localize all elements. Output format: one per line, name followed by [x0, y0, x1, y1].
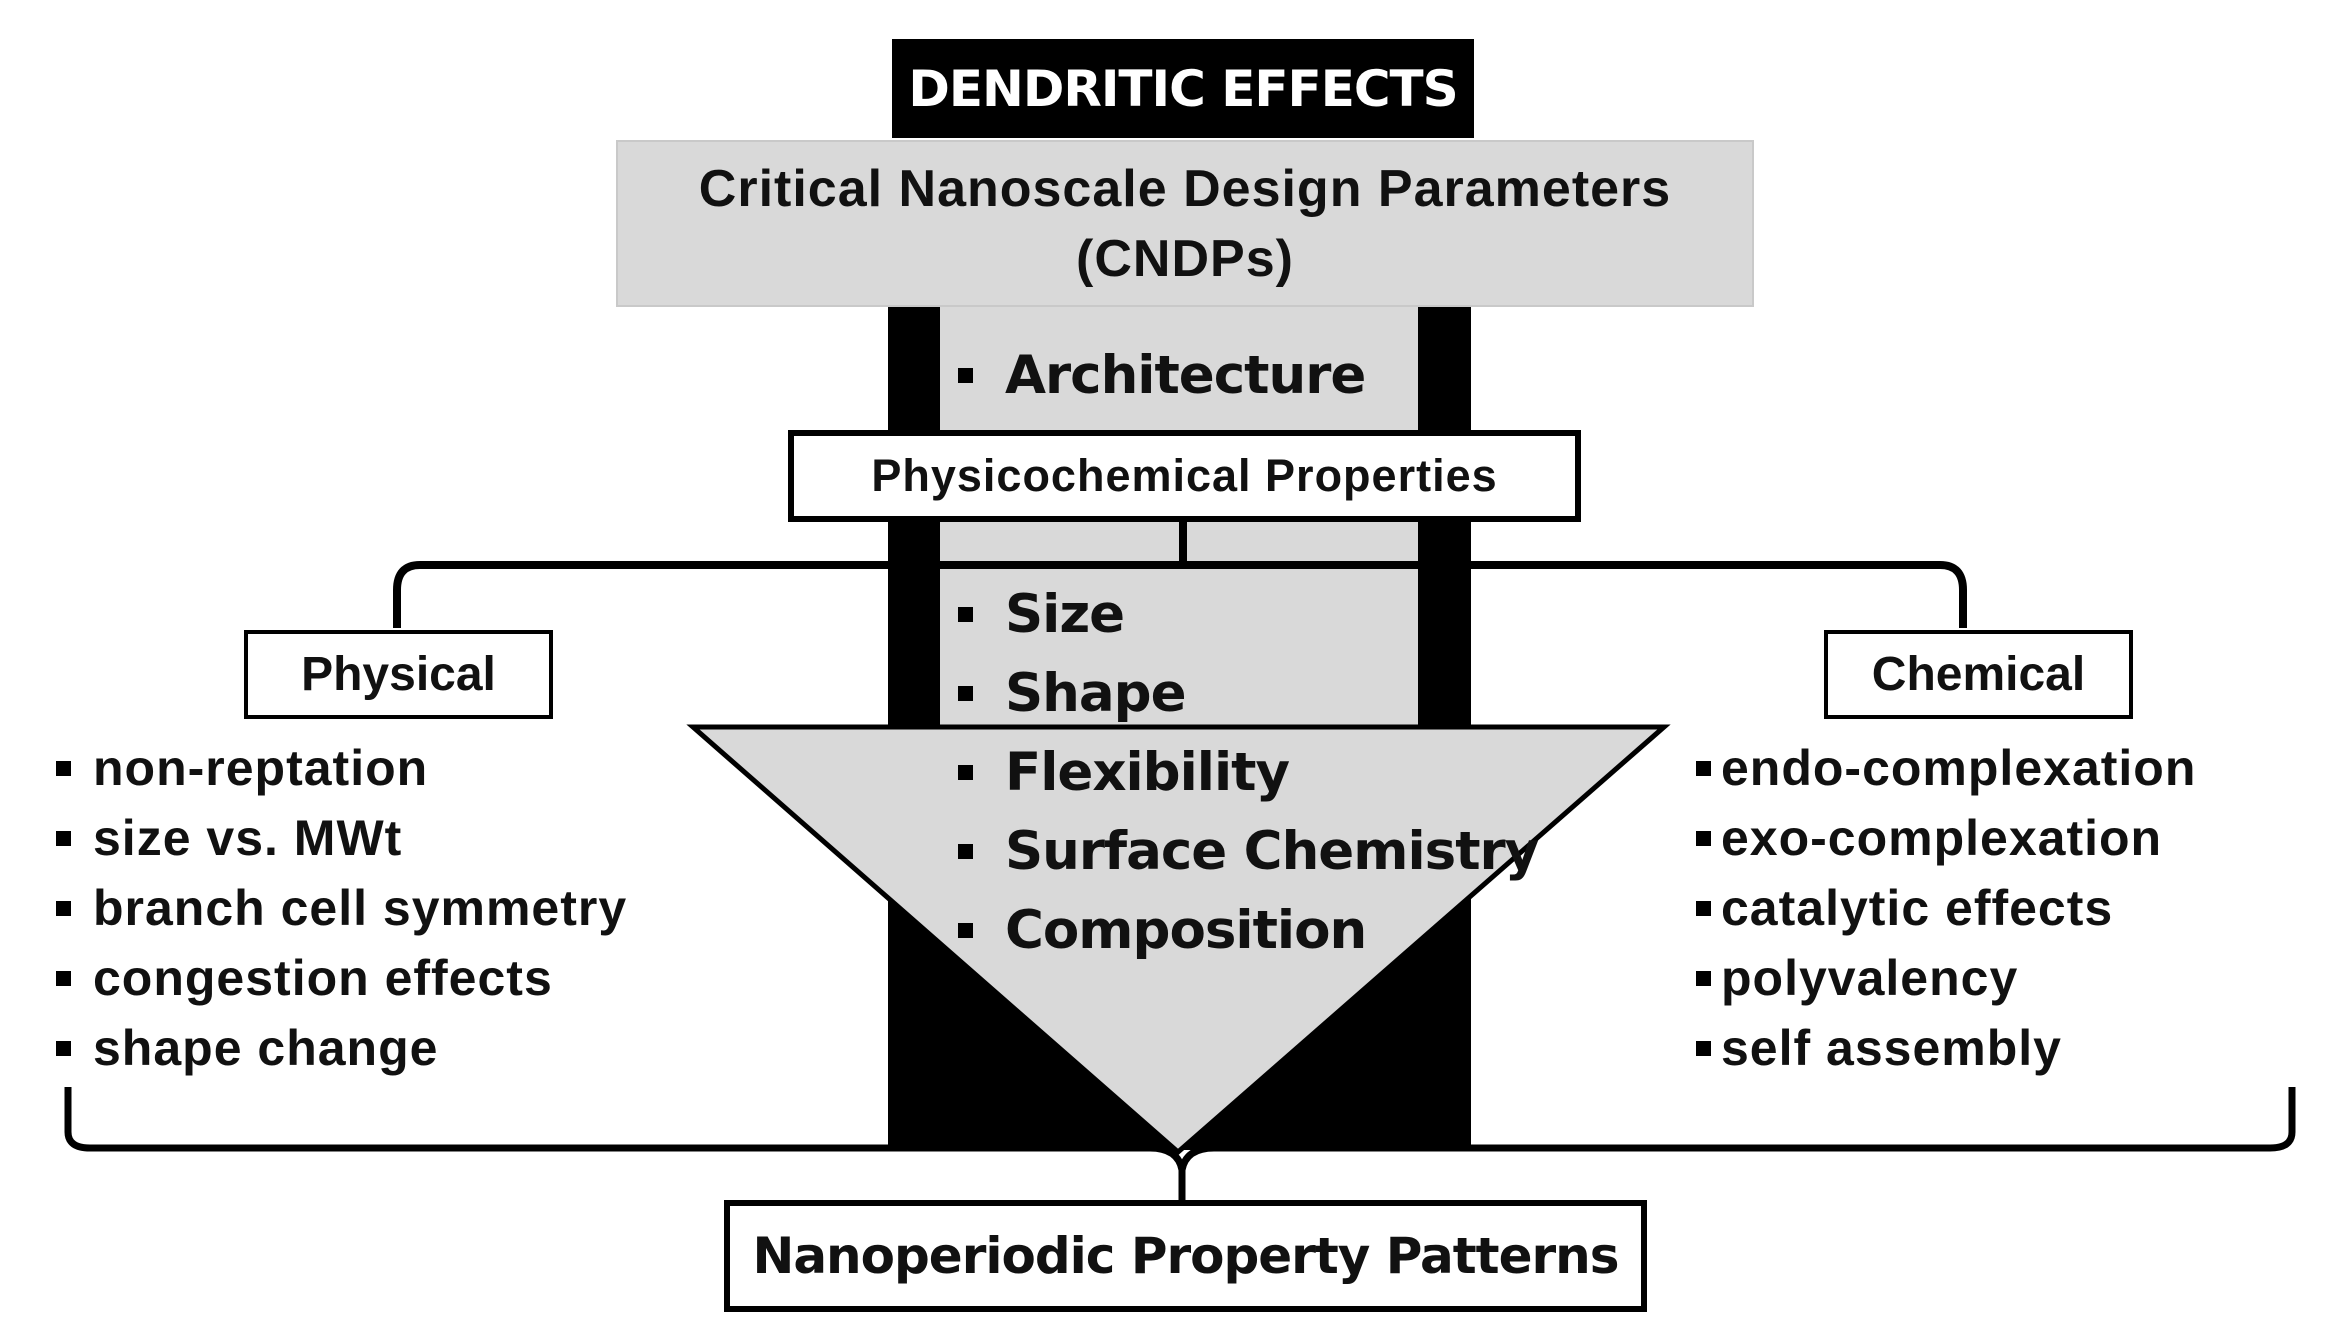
architecture-list: Architecture	[958, 340, 1366, 410]
bullet-icon	[958, 607, 973, 622]
physical-label: Physical	[301, 648, 496, 701]
list-item: non-reptation	[56, 733, 627, 803]
list-item: Flexibility	[958, 733, 1538, 812]
bullet-icon	[56, 970, 71, 986]
list-item: size vs. MWt	[56, 803, 627, 873]
list-item: polyvalency	[1696, 943, 2196, 1013]
cndp-line-1: Critical Nanoscale Design Parameters	[698, 159, 1672, 218]
bullet-icon	[958, 765, 973, 780]
chemical-label: Chemical	[1871, 648, 2086, 701]
bullet-icon	[958, 686, 973, 701]
list-item: exo-complexation	[1696, 803, 2196, 873]
list-item: shape change	[56, 1013, 627, 1083]
list-item: Composition	[958, 891, 1538, 970]
bullet-icon	[958, 923, 973, 938]
nanoperiodic-box: Nanoperiodic Property Patterns	[724, 1200, 1647, 1312]
bullet-icon	[56, 760, 71, 776]
upper-bracket-connector	[393, 522, 1967, 628]
list-item: self assembly	[1696, 1013, 2196, 1083]
lower-brace-connector	[64, 1087, 2296, 1200]
bullet-icon	[958, 844, 973, 859]
list-item: Shape	[958, 654, 1538, 733]
physical-list: non-reptation size vs. MWt branch cell s…	[56, 733, 627, 1083]
bullet-icon	[1696, 900, 1711, 916]
cndp-header-box: Critical Nanoscale Design Parameters (CN…	[616, 140, 1754, 307]
physicochemical-list: Size Shape Flexibility Surface Chemistry…	[958, 575, 1539, 970]
physical-box: Physical	[244, 630, 553, 719]
bullet-icon	[56, 830, 71, 846]
title-banner: DENDRITIC EFFECTS	[892, 39, 1474, 138]
list-item: Architecture	[958, 340, 1366, 410]
physicochemical-box: Physicochemical Properties	[788, 430, 1581, 522]
nanoperiodic-label: Nanoperiodic Property Patterns	[752, 1227, 1619, 1285]
bullet-icon	[1696, 1040, 1711, 1056]
physicochemical-label: Physicochemical Properties	[871, 450, 1498, 501]
bullet-icon	[56, 1040, 71, 1056]
list-item: catalytic effects	[1696, 873, 2196, 943]
chemical-list: endo-complexation exo-complexation catal…	[1696, 733, 2196, 1083]
down-arrow-shape	[686, 724, 1671, 1156]
chemical-box: Chemical	[1824, 630, 2133, 719]
bullet-icon	[1696, 970, 1711, 986]
bullet-icon	[958, 367, 973, 383]
list-item: endo-complexation	[1696, 733, 2196, 803]
list-item: congestion effects	[56, 943, 627, 1013]
title-text: DENDRITIC EFFECTS	[908, 59, 1458, 118]
list-item: Size	[958, 575, 1538, 654]
list-item: branch cell symmetry	[56, 873, 627, 943]
bullet-icon	[56, 900, 71, 916]
bullet-icon	[1696, 830, 1711, 846]
bullet-icon	[1696, 760, 1711, 776]
list-item: Surface Chemistry	[958, 812, 1539, 891]
cndp-line-2: (CNDPs)	[1076, 229, 1294, 288]
